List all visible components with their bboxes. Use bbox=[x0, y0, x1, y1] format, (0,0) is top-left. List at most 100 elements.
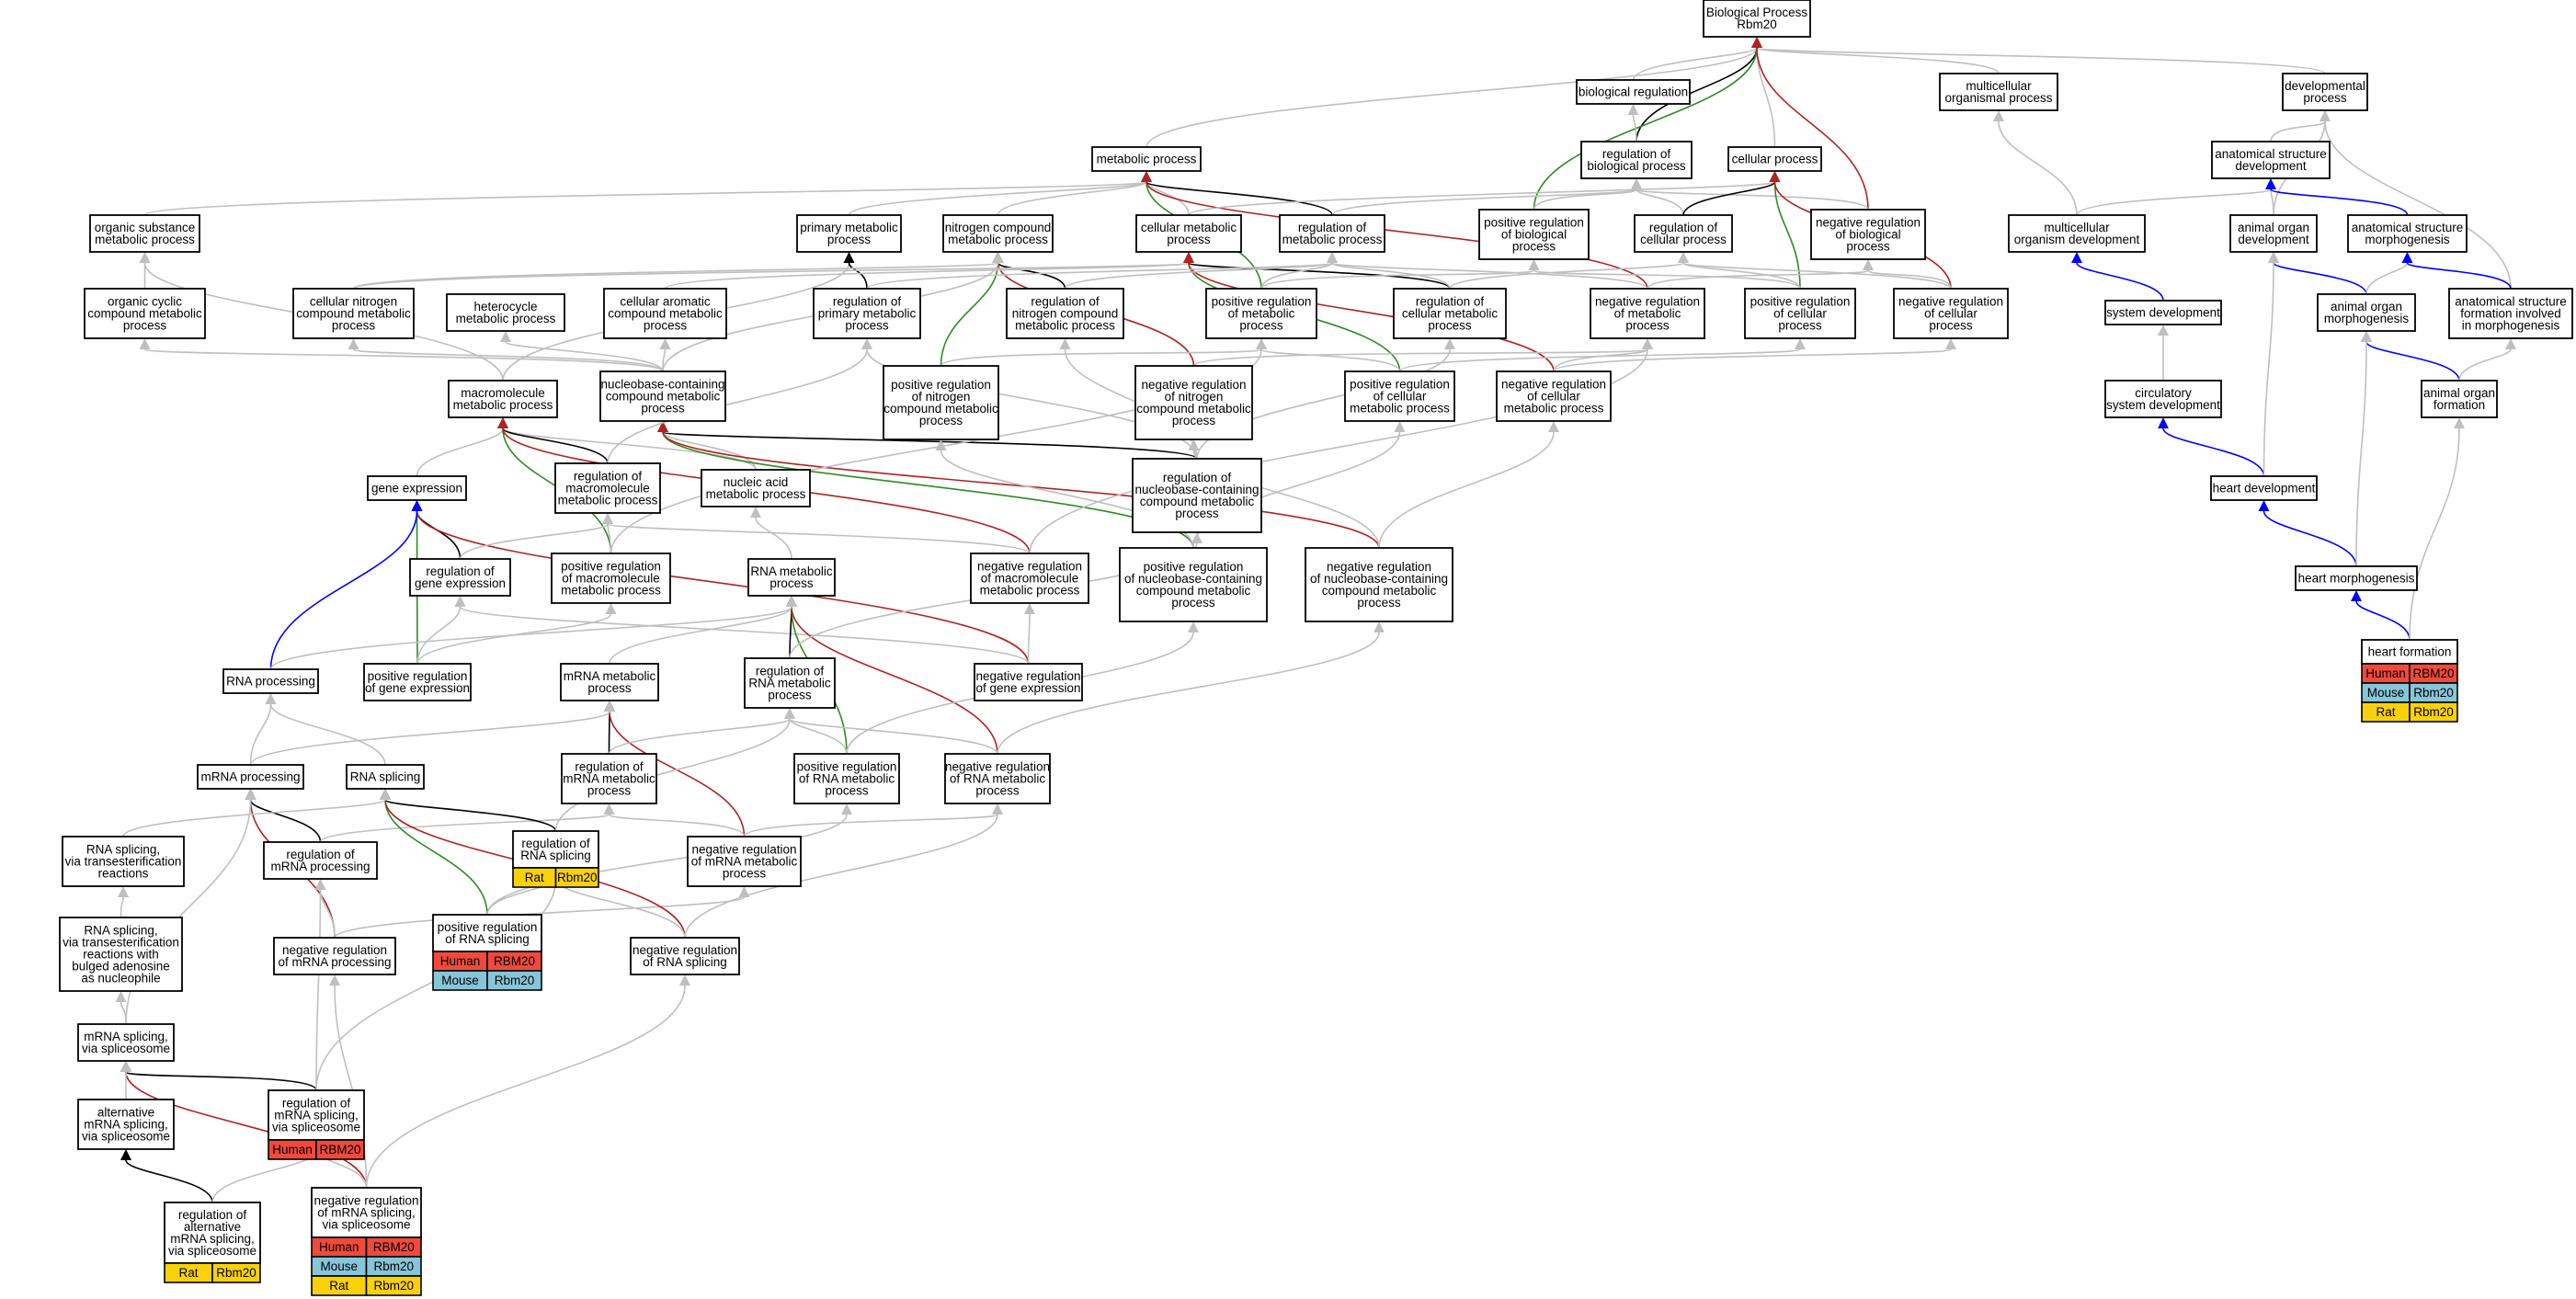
arrowhead-negregmrnasplic-to-negregrnasplic bbox=[679, 974, 690, 986]
go-term-rnaproc[interactable]: RNA processing bbox=[222, 668, 319, 694]
go-term-mrnaproc[interactable]: mRNA processing bbox=[197, 764, 304, 790]
go-term-label: via spliceosome bbox=[82, 1130, 170, 1144]
go-term-geneexp[interactable]: gene expression bbox=[367, 475, 467, 501]
go-term-regnuc[interactable]: regulation ofnucleobase-containingcompou… bbox=[1132, 458, 1262, 533]
gene-symbol: Rbm20 bbox=[495, 974, 535, 987]
go-term-bioreg[interactable]: biological regulation bbox=[1576, 79, 1691, 105]
go-term-label: of cellular bbox=[1373, 390, 1427, 404]
go-term-sysdev[interactable]: system development bbox=[2104, 300, 2222, 325]
go-term-box bbox=[512, 830, 599, 869]
go-term-label: metabolic process bbox=[706, 487, 806, 501]
arrowhead-negreggene-to-negregmacro bbox=[1024, 603, 1035, 614]
go-term-box bbox=[796, 214, 902, 253]
go-term-label: regulation of bbox=[756, 665, 825, 678]
go-term-metab[interactable]: metabolic process bbox=[1091, 146, 1202, 172]
go-term-label: regulation of bbox=[574, 470, 643, 484]
go-term-label: negative regulation bbox=[633, 943, 737, 957]
go-term-heartform[interactable]: heart formation bbox=[2361, 639, 2458, 665]
go-term-label: negative regulation bbox=[945, 760, 1050, 774]
go-term-rnasplicbulged[interactable]: RNA splicing,via transesterificationreac… bbox=[59, 917, 183, 992]
gene-cell bbox=[554, 867, 599, 888]
go-term-label: process bbox=[1929, 319, 1973, 333]
go-term-label: process bbox=[1778, 319, 1822, 333]
go-term-box bbox=[1393, 288, 1507, 339]
go-term-label: regulation of bbox=[1649, 221, 1718, 234]
go-term-mrnasplic[interactable]: mRNA splicing,via spliceosome bbox=[77, 1023, 175, 1062]
go-term-rnasplic[interactable]: RNA splicing bbox=[346, 764, 425, 790]
go-term-heartdev[interactable]: heart development bbox=[2210, 475, 2318, 501]
arrowhead-mrnasplic-to-rnasplicbulged bbox=[115, 991, 127, 1002]
arrowhead-nucbase-to-cellnit bbox=[348, 338, 359, 349]
go-term-rnasplictrans[interactable]: RNA splicing,via transesterificationreac… bbox=[62, 836, 185, 887]
go-term-heartmorph[interactable]: heart morphogenesis bbox=[2295, 565, 2418, 591]
go-term-label: anatomical structure bbox=[2215, 147, 2327, 161]
go-term-label: organic cyclic bbox=[108, 295, 182, 309]
go-term-cellproc[interactable]: cellular process bbox=[1727, 146, 1822, 172]
